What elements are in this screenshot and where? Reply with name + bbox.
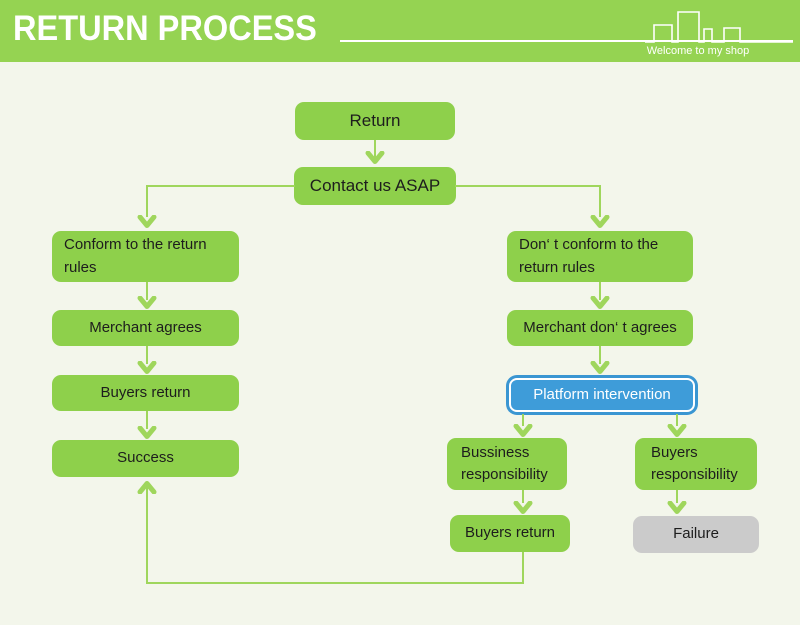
connector-line (676, 414, 678, 426)
arrow-down-icon (667, 424, 687, 437)
arrow-down-icon (590, 296, 610, 309)
node-buyers-return-left: Buyers return (52, 375, 239, 411)
node-merchant-dont-agrees: Merchant don‘ t agrees (507, 310, 693, 346)
connector-line (599, 185, 601, 217)
connector-line (146, 411, 148, 429)
node-platform-intervention: Platform intervention (509, 378, 695, 412)
arrow-down-icon (137, 215, 157, 228)
connector-line (146, 582, 524, 584)
connector-line (522, 490, 524, 503)
arrow-down-icon (137, 426, 157, 439)
connector-line (146, 483, 148, 583)
header-divider-line (340, 40, 793, 42)
connector-line (522, 414, 524, 426)
node-business-responsibility: Bussiness responsibility (447, 438, 567, 490)
connector-line (599, 282, 601, 300)
header-banner: RETURN PROCESS Welcome to my shop (0, 0, 800, 62)
connector-line (676, 490, 678, 503)
header-tagline: Welcome to my shop (646, 45, 750, 57)
connector-line (599, 346, 601, 364)
node-conform-to-return-rules: Conform to the return rules (52, 231, 239, 282)
connector-line (146, 185, 148, 217)
arrow-down-icon (667, 501, 687, 514)
arrow-down-icon (513, 501, 533, 514)
connector-line (146, 346, 148, 364)
node-merchant-agrees: Merchant agrees (52, 310, 239, 346)
node-buyers-responsibility: Buyers responsibility (635, 438, 757, 490)
node-buyers-return-right: Buyers return (450, 515, 570, 552)
node-return: Return (295, 102, 455, 140)
node-contact-us-asap: Contact us ASAP (294, 167, 456, 205)
node-failure: Failure (633, 516, 759, 553)
arrow-up-icon (137, 481, 157, 494)
page-title: RETURN PROCESS (13, 9, 317, 48)
arrow-down-icon (137, 296, 157, 309)
arrow-down-icon (590, 215, 610, 228)
skyline-icon (645, 11, 793, 43)
connector-line (146, 185, 295, 187)
arrow-down-icon (590, 361, 610, 374)
connector-line (455, 185, 601, 187)
node-dont-conform-to-return-rules: Don‘ t conform to the return rules (507, 231, 693, 282)
connector-line (374, 140, 376, 160)
node-success: Success (52, 440, 239, 477)
connector-line (522, 552, 524, 584)
connector-line (146, 282, 148, 300)
arrow-down-icon (365, 151, 385, 164)
arrow-down-icon (137, 361, 157, 374)
arrow-down-icon (513, 424, 533, 437)
